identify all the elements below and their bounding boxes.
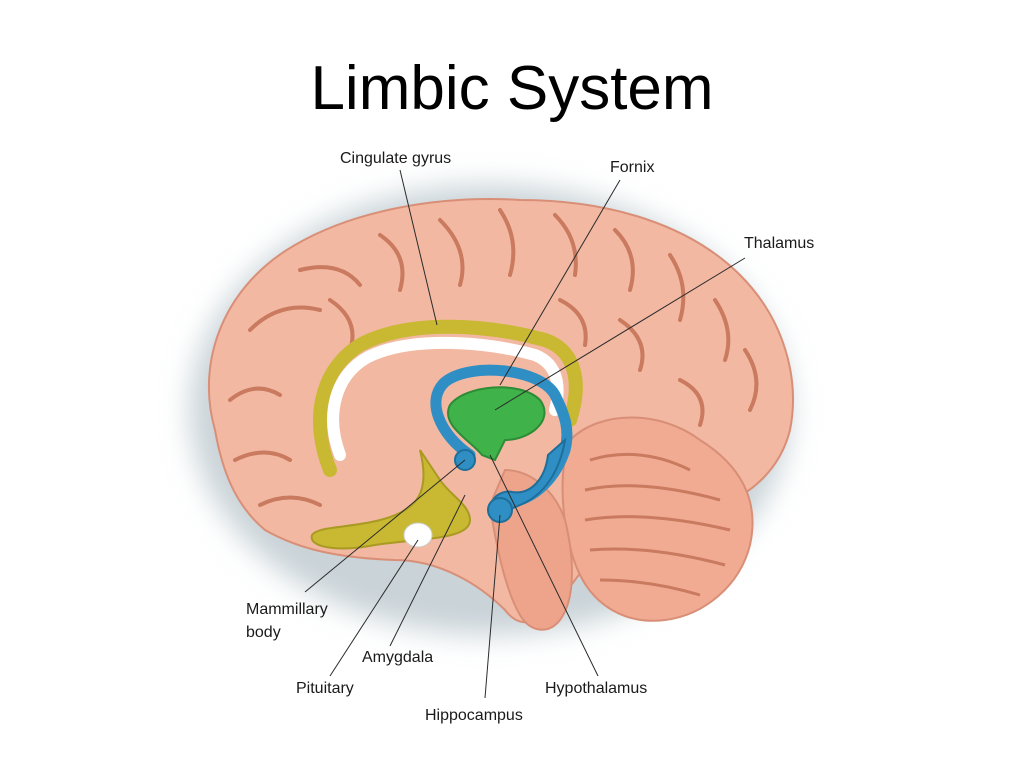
corpus-callosum — [327, 336, 564, 461]
label-hypothalamus: Hypothalamus — [545, 680, 647, 697]
thalamus — [447, 386, 546, 462]
leader-cingulate — [399, 169, 438, 326]
cingulate-extension — [310, 449, 472, 550]
pituitary — [403, 522, 433, 548]
leader-amygdala — [389, 494, 466, 647]
leader-hypothalamus — [489, 454, 599, 677]
label-mammillary-line2: body — [246, 624, 281, 641]
leader-hippocampus — [484, 514, 501, 699]
leader-mammillary — [304, 459, 466, 593]
label-amygdala: Amygdala — [362, 649, 433, 666]
cingulate-gyrus — [313, 319, 583, 477]
cerebellum-folia — [584, 452, 731, 597]
cerebral-sulci — [228, 208, 759, 507]
leader-thalamus — [494, 257, 746, 411]
label-mammillary-line1: Mammillary — [246, 601, 328, 618]
hippocampus-head — [487, 497, 513, 523]
slide-title: Limbic System — [310, 54, 714, 123]
leader-pituitary — [329, 539, 419, 677]
label-thalamus: Thalamus — [744, 235, 814, 252]
label-pituitary: Pituitary — [296, 680, 354, 697]
label-fornix: Fornix — [610, 159, 654, 176]
label-cingulate-gyrus: Cingulate gyrus — [340, 150, 451, 167]
leader-fornix — [499, 179, 621, 386]
label-hippocampus: Hippocampus — [425, 707, 523, 724]
